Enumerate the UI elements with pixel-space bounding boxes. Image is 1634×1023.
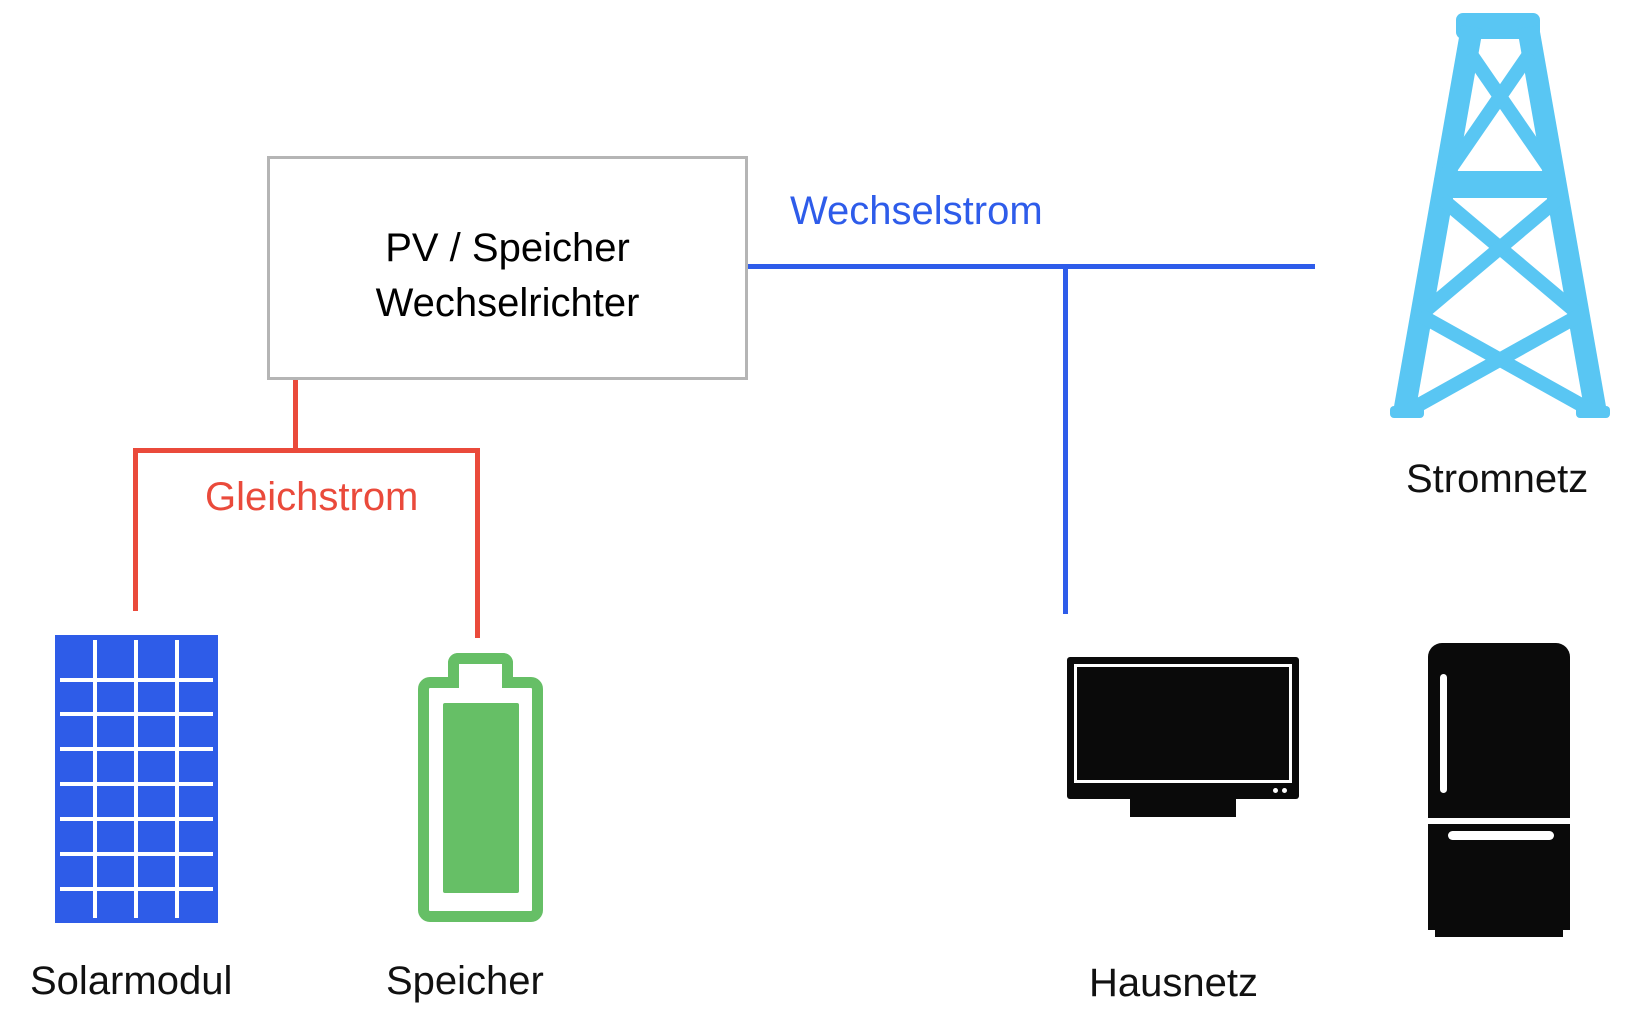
fridge-upper-handle bbox=[1440, 674, 1447, 793]
solar-grid-line bbox=[60, 782, 213, 786]
fridge-icon bbox=[1428, 643, 1570, 937]
tv-icon bbox=[1067, 657, 1299, 799]
inverter-box: PV / Speicher Wechselrichter bbox=[267, 156, 748, 380]
solar-grid-line bbox=[175, 640, 179, 918]
solar-grid-line bbox=[134, 640, 138, 918]
grid-label: Stromnetz bbox=[1406, 457, 1589, 501]
solar-grid-line bbox=[60, 747, 213, 751]
battery-charge-fill bbox=[443, 703, 519, 893]
tv-indicator-dot bbox=[1273, 788, 1278, 793]
tv-indicator-dot bbox=[1282, 788, 1287, 793]
dc-line-to-battery bbox=[475, 448, 480, 638]
solar-grid-line bbox=[60, 852, 213, 856]
ac-label: Wechselstrom bbox=[790, 189, 1043, 233]
dc-line-to-solar bbox=[133, 448, 138, 611]
house-label: Hausnetz bbox=[1089, 961, 1258, 1005]
inverter-label-line2: Wechselrichter bbox=[375, 281, 640, 325]
fridge-lower-handle bbox=[1448, 831, 1554, 840]
battery-label: Speicher bbox=[386, 959, 544, 1003]
solar-grid-line bbox=[60, 712, 213, 716]
solar-panel-icon bbox=[55, 635, 218, 923]
solar-grid-line bbox=[60, 678, 213, 682]
inverter-label-line1: PV / Speicher bbox=[385, 226, 630, 270]
fridge-foot-notch bbox=[1563, 930, 1570, 937]
tv-stand bbox=[1130, 799, 1236, 817]
tv-screen bbox=[1074, 664, 1292, 783]
dc-line-drop bbox=[293, 380, 298, 453]
solar-grid-line bbox=[60, 817, 213, 821]
dc-line-horizontal bbox=[133, 448, 480, 453]
solar-grid-line bbox=[93, 640, 97, 918]
battery-terminal bbox=[448, 653, 513, 688]
transmission-tower-icon bbox=[1390, 13, 1610, 418]
dc-label: Gleichstrom bbox=[205, 475, 419, 519]
solar-label: Solarmodul bbox=[30, 959, 233, 1003]
fridge-door-gap bbox=[1428, 818, 1570, 824]
solar-grid-line bbox=[60, 887, 213, 891]
ac-line-horizontal bbox=[748, 264, 1315, 269]
fridge-foot-notch bbox=[1428, 930, 1435, 937]
ac-line-to-house bbox=[1063, 264, 1068, 614]
